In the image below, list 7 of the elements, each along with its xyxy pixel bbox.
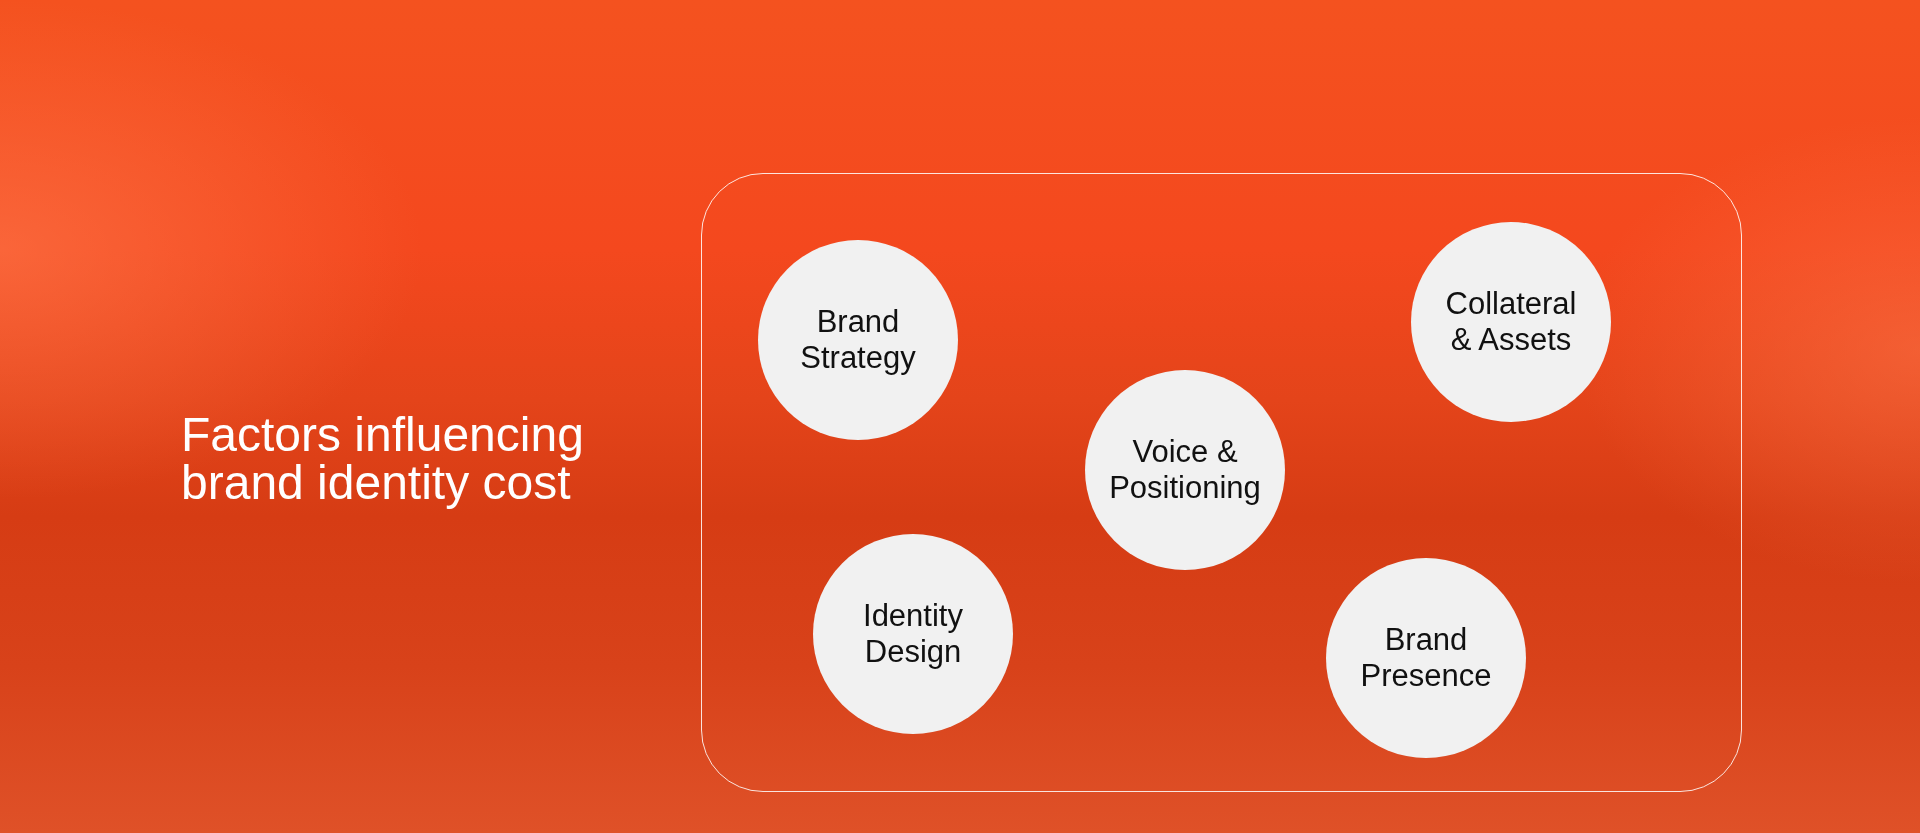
- factor-label: Collateral & Assets: [1444, 286, 1578, 358]
- heading: Factors influencing brand identity cost: [181, 411, 585, 507]
- factor-label: Identity Design: [862, 598, 964, 670]
- outlined-panel: [701, 173, 1742, 792]
- factor-label: Voice & Positioning: [1108, 434, 1262, 506]
- factor-label: Brand Strategy: [799, 304, 917, 376]
- factor-label: Brand Presence: [1359, 622, 1493, 694]
